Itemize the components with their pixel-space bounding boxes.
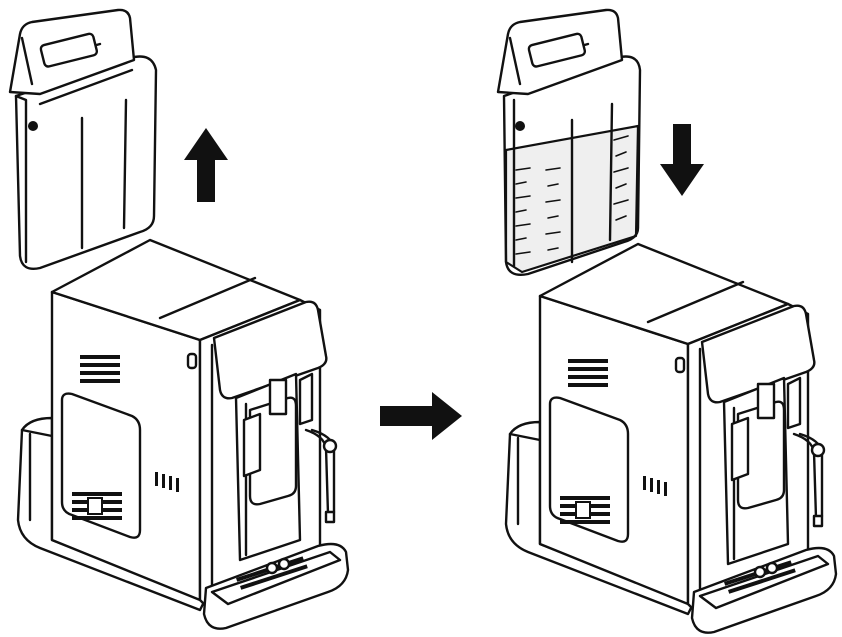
arrow-right-icon [380,392,462,440]
water-tank-empty [8,8,158,270]
arrow-up-icon [184,128,228,202]
arrow-down-icon [660,124,704,196]
machine-right [504,242,838,634]
water-tank-filled [496,8,642,276]
machine-left [16,238,350,630]
water-level-marks [515,135,629,255]
